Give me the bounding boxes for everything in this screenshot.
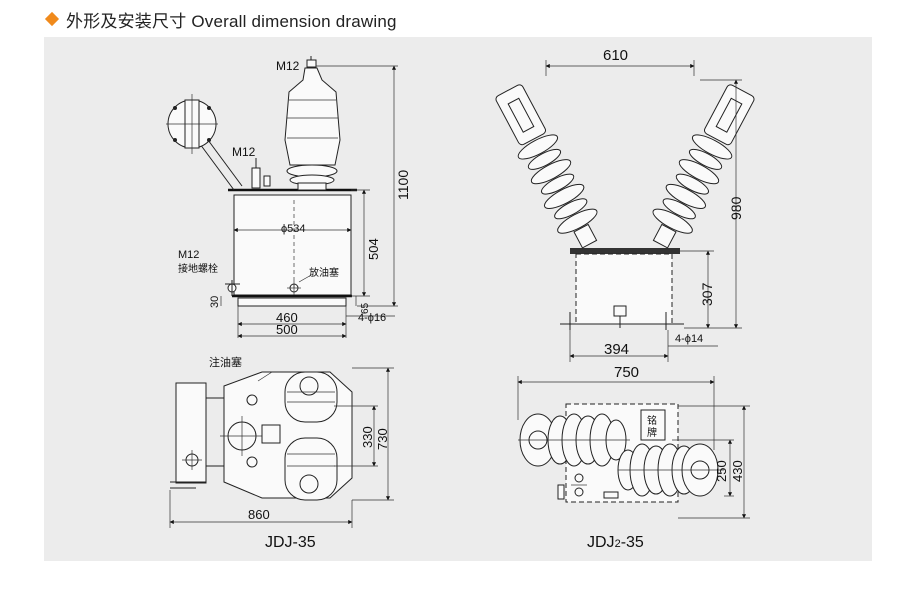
jdj2-35-nameplate [640, 409, 666, 441]
dim-750-label: 750 [614, 364, 639, 381]
jdj35-tank [233, 194, 352, 296]
dim-500-label: 500 [276, 322, 298, 337]
jdj35-ground-bolt [225, 280, 240, 296]
jdj35-model-label: JDJ-35 [265, 534, 316, 551]
dim-504-label: 504 [366, 238, 381, 260]
ground-bolt-label-2: 接地螺栓 [178, 262, 218, 275]
jdj2-35-model-label: JDJ2-35 [587, 534, 644, 551]
dim-394-label: 394 [604, 341, 629, 358]
jdj35-drain-plug [287, 273, 314, 295]
jdj2-35-top-insulator-left [518, 413, 630, 467]
jdj35-m12-side-label: M12 [232, 145, 256, 159]
jdj35-front-view [166, 56, 398, 339]
jdj35-bushing [284, 56, 341, 191]
jdj35-side-box [175, 382, 207, 484]
jdj35-holes-label: 4-ϕ16 [358, 312, 386, 324]
dim-460-label: 460 [276, 310, 298, 325]
jdj2-35-front-view [495, 60, 755, 362]
model-suffix: -35 [621, 534, 644, 551]
jdj35-top-bushing-lower [284, 437, 338, 501]
dim-307-label: 307 [699, 282, 715, 306]
dim-610-label: 610 [603, 47, 628, 64]
dim-1100-label: 1100 [395, 170, 411, 200]
jdj35-m12-top-label: M12 [276, 59, 300, 73]
dim-330-label: 330 [360, 426, 375, 448]
ground-bolt-label-1: M12 [178, 249, 199, 261]
dim-65-label: 65 [360, 302, 371, 314]
dim-730-label: 730 [375, 428, 390, 450]
jdj2-35-holes-label: 4-ϕ14 [675, 333, 703, 345]
dim-534-label: ϕ534 [281, 223, 306, 235]
jdj2-35-right-insulator [652, 84, 755, 249]
jdj2-35-top-flange [570, 248, 680, 254]
jdj35-top-view [169, 367, 394, 528]
nameplate-label-2: 牌 [647, 426, 657, 439]
dim-430-label: 430 [730, 460, 745, 482]
jdj2-35-top-insulator-right [617, 443, 724, 497]
nameplate-label-1: 铭 [647, 414, 657, 427]
dim-250-label: 250 [714, 460, 729, 482]
jdj35-top-bushing-upper [284, 371, 338, 423]
jdj2-35-top-view [517, 376, 750, 519]
drain-plug-label: 放油塞 [309, 266, 339, 279]
section-title: 外形及安装尺寸 Overall dimension drawing [66, 11, 397, 31]
dim-980-label: 980 [728, 196, 744, 220]
model-prefix: JDJ [587, 534, 615, 551]
jdj35-secondary-terminal [251, 158, 271, 189]
section-header: 外形及安装尺寸 Overall dimension drawing [44, 8, 397, 31]
dim-30-label: 30 [209, 296, 221, 308]
fill-plug-label: 注油塞 [209, 355, 242, 369]
dim-860-label: 860 [248, 507, 270, 522]
model-subscript: 2 [615, 538, 621, 550]
jdj35-arm [166, 94, 243, 191]
jdj35-base [237, 297, 347, 307]
jdj2-35-left-insulator [495, 84, 598, 249]
